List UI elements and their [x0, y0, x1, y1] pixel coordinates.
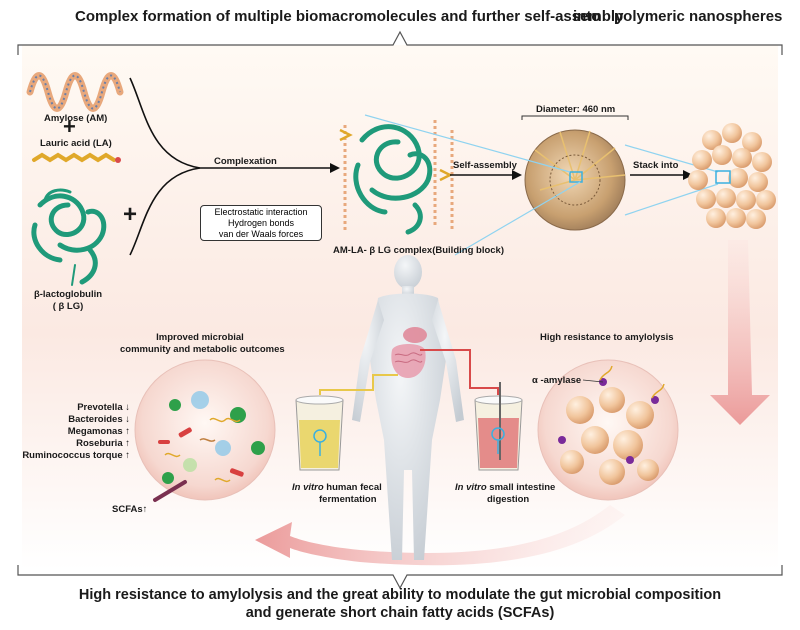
intestine-connector	[420, 349, 499, 395]
alpha-amylase-label: α -amylase	[532, 375, 582, 386]
footer-line1: High resistance to amylolysis and the gr…	[78, 587, 722, 603]
scfa-label: SCFAs↑	[112, 504, 148, 515]
microbe-prevotella: Prevotella ↓	[77, 402, 130, 413]
beta-lactoglobulin-structure	[31, 188, 107, 286]
plus-sign-2: +	[123, 201, 138, 228]
zoom-line-4	[624, 183, 719, 216]
microbe-megamonas: Megamonas ↑	[67, 426, 130, 437]
intestine-assay-line2: digestion	[487, 494, 530, 505]
self-assembly-arrowhead	[512, 170, 522, 180]
header-title-part-a: Complex formation of multiple biomacromo…	[75, 8, 624, 25]
complexation-arrowhead	[330, 163, 340, 173]
nanosphere-cluster	[688, 123, 776, 229]
self-assembly-label: Self-assembly	[453, 160, 517, 171]
diameter-bracket	[521, 115, 629, 120]
microbe-roseburia: Roseburia ↑	[76, 438, 130, 449]
diameter-label: Diameter: 460 nm	[536, 104, 616, 115]
complex-structure	[339, 120, 454, 235]
merge-curve-top	[129, 77, 330, 169]
zoom-line-1	[364, 114, 571, 173]
amylolysis-circle	[537, 359, 679, 501]
intestine-in-vitro: In vitro	[455, 482, 487, 493]
microbe-ruminococcus: Ruminococcus torque ↑	[22, 450, 130, 461]
plus-sign-1: +	[63, 114, 76, 139]
stack-into-arrowhead	[683, 170, 693, 180]
header-title-part-b: into	[573, 8, 601, 25]
fecal-in-vitro: In vitro	[292, 482, 324, 493]
complex-label: AM-LA- β LG complex(Building block)	[333, 245, 504, 256]
fecal-assay-rest: human fecal	[323, 482, 382, 493]
nanosphere-cross-section	[524, 129, 626, 231]
blg-label-line2: ( β LG)	[52, 301, 84, 312]
stack-into-label: Stack into	[633, 160, 679, 171]
interaction-forces-box: Electrostatic interaction Hydrogen bonds…	[200, 205, 322, 241]
intestine-digestion-vessel	[474, 382, 523, 471]
zoom-line-2	[454, 181, 581, 256]
intestine-assay-rest: small intestine	[486, 482, 556, 493]
bottom-brace	[17, 565, 783, 590]
microbial-heading-line1: Improved microbial	[156, 332, 244, 343]
fecal-assay-line1: In vitro human fecal	[292, 482, 382, 493]
fecal-connector	[319, 374, 398, 395]
lauric-acid-chain	[32, 152, 121, 163]
microbe-bacteroides: Bacteroides ↓	[68, 414, 130, 425]
amylose-helix	[26, 72, 124, 112]
force-electrostatic: Electrostatic interaction	[214, 207, 308, 217]
intestine-assay-line1: In vitro small intestine	[455, 482, 555, 493]
lauric-acid-label: Lauric acid (LA)	[40, 138, 112, 149]
merge-curve-bottom	[129, 167, 201, 256]
enzyme-leader-line	[582, 379, 604, 383]
amylose-label: Amylose (AM)	[44, 113, 108, 124]
microbial-heading-line2: community and metabolic outcomes	[120, 344, 285, 355]
human-body	[352, 255, 464, 560]
flow-arrow-curved	[255, 505, 625, 566]
microbiota-circle	[134, 359, 276, 502]
top-brace	[17, 30, 783, 55]
force-van-der-waals: van der Waals forces	[218, 229, 304, 239]
blg-label-line1: β-lactoglobulin	[33, 289, 103, 300]
force-hydrogen-bonds: Hydrogen bonds	[227, 218, 295, 228]
fecal-assay-line2: fermentation	[319, 494, 377, 505]
header-title-part-c: polymeric nanospheres	[614, 8, 783, 25]
complexation-label: Complexation	[214, 156, 277, 167]
flow-arrow-down	[710, 240, 770, 425]
amylolysis-heading: High resistance to amylolysis	[540, 332, 674, 343]
fecal-fermentation-vessel	[295, 395, 344, 471]
footer-line2: and generate short chain fatty acids (SC…	[245, 605, 555, 621]
